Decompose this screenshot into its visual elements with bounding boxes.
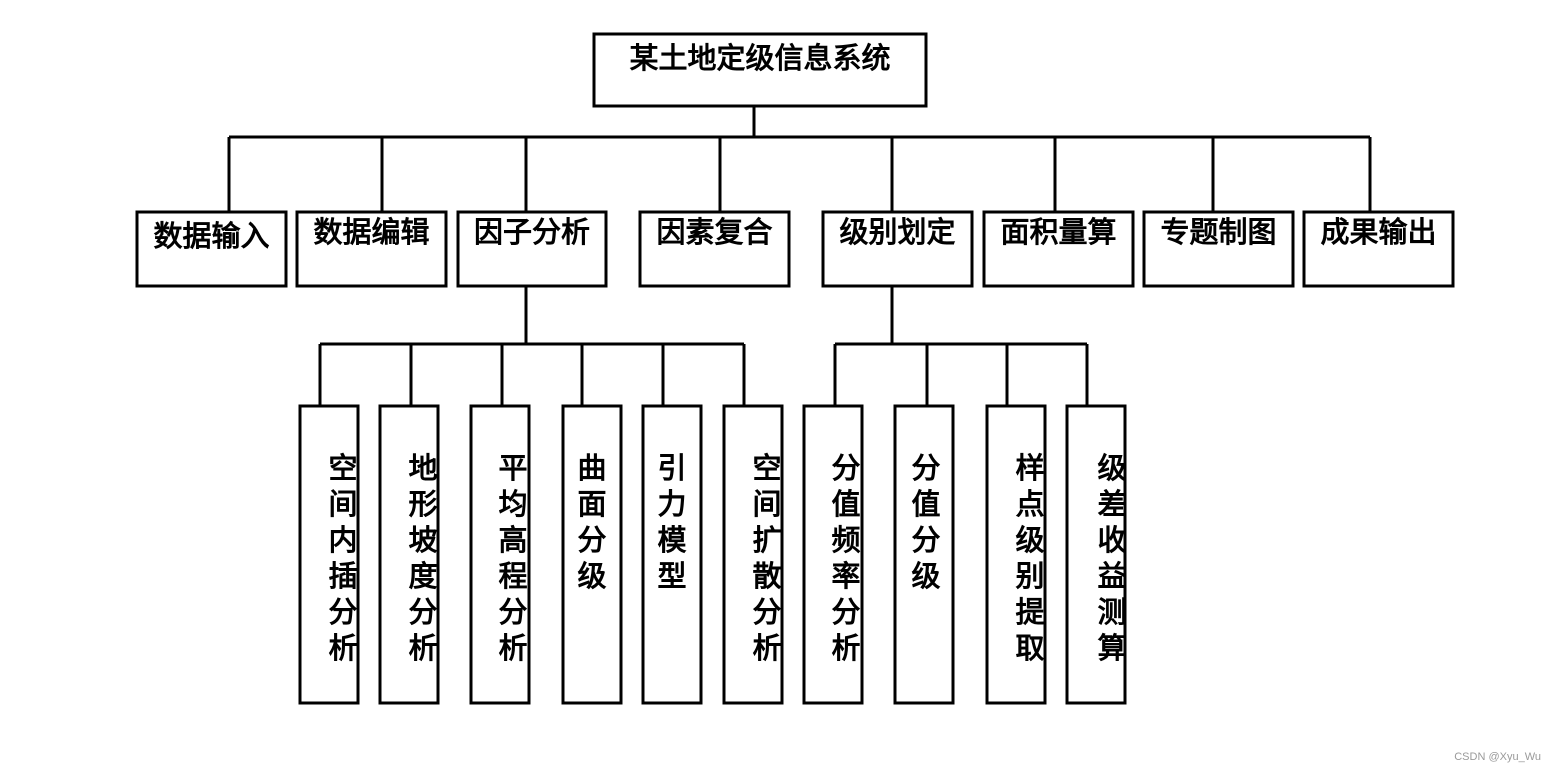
node-label-area-measure: 面积量算	[1000, 215, 1116, 249]
node-label-factor-composite: 因素复合	[656, 215, 772, 249]
node-label-terrain-slope: 地形坡度分析	[408, 451, 437, 665]
node-label-spatial-diffusion: 空间扩散分析	[752, 451, 781, 665]
node-box-level-division	[821, 210, 974, 288]
node-box-data-input	[135, 210, 288, 288]
node-label-gravity-model: 引力模型	[657, 451, 687, 593]
node-label-score-frequency: 分值频率分析	[831, 451, 860, 665]
node-box-thematic-mapping	[1142, 210, 1295, 288]
node-label-result-output: 成果输出	[1320, 215, 1436, 249]
node-label-factor-analysis: 因子分析	[474, 215, 590, 249]
root-node-box	[592, 32, 928, 108]
node-box-sample-level-extract	[985, 404, 1047, 705]
node-box-factor-analysis	[456, 210, 608, 288]
node-box-area-measure	[982, 210, 1135, 288]
watermark: CSDN @Xyu_Wu	[1454, 751, 1541, 763]
node-box-level-diff-revenue	[1065, 404, 1127, 705]
node-label-spatial-interpolation: 空间内插分析	[328, 451, 357, 665]
node-label-sample-level-extract: 样点级别提取	[1015, 451, 1045, 665]
node-box-factor-composite	[638, 210, 791, 288]
node-label-data-input: 数据输入	[153, 219, 269, 253]
node-label-level-division: 级别划定	[839, 215, 955, 249]
node-box-result-output	[1302, 210, 1455, 288]
node-box-gravity-model	[641, 404, 703, 705]
node-box-avg-elevation	[469, 404, 531, 705]
node-box-score-grading	[893, 404, 955, 705]
connector-lines	[227, 106, 1372, 406]
root-node-label: 某土地定级信息系统	[629, 41, 890, 75]
node-label-avg-elevation: 平均高程分析	[498, 451, 527, 665]
node-box-terrain-slope	[378, 404, 440, 705]
node-label-level-diff-revenue: 级差收益测算	[1097, 451, 1126, 665]
node-label-score-grading: 分值分级	[911, 451, 940, 593]
node-box-spatial-interpolation	[298, 404, 360, 705]
node-label-surface-grading: 曲面分级	[577, 451, 606, 593]
node-label-thematic-mapping: 专题制图	[1160, 215, 1276, 249]
node-box-data-edit	[295, 210, 448, 288]
node-box-spatial-diffusion	[722, 404, 784, 705]
node-box-surface-grading	[561, 404, 623, 705]
node-label-data-edit: 数据编辑	[313, 215, 429, 249]
node-box-score-frequency	[802, 404, 864, 705]
